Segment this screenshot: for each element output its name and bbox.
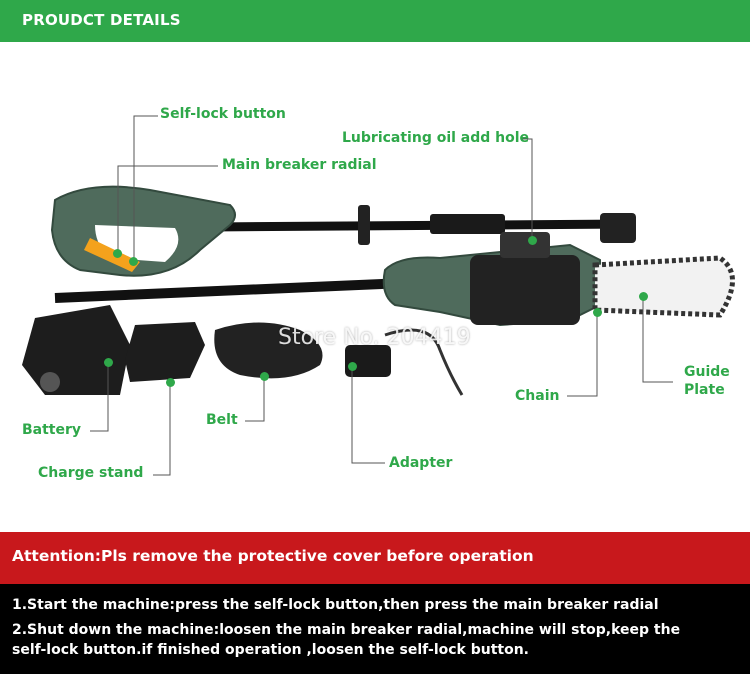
page-title: PROUDCT DETAILS [22, 11, 181, 29]
battery-leader [90, 362, 109, 432]
battery-dot [104, 358, 113, 367]
guide-plate-dot [639, 292, 648, 301]
pole-lower [54, 278, 406, 303]
adapter-dot [348, 362, 357, 371]
charge-stand-leader [153, 382, 171, 476]
adapter-cable [384, 328, 464, 396]
adapter-shape [345, 345, 391, 377]
lubricating-label: Lubricating oil add hole [342, 130, 530, 146]
attention-banner: Attention:Pls remove the protective cove… [0, 532, 750, 584]
self-lock-label: Self-lock button [160, 106, 286, 122]
guide-bar [592, 255, 735, 318]
belt-leader [245, 376, 265, 422]
chain-label: Chain [515, 388, 560, 404]
chain-dot [593, 308, 602, 317]
watermark: Store No. 204419 [278, 325, 471, 350]
adapter-leader [351, 366, 385, 464]
guide-plate-leader [642, 296, 673, 383]
belt-shape [214, 322, 323, 379]
battery-label: Battery [22, 422, 82, 438]
attention-text: Attention:Pls remove the protective cove… [12, 547, 534, 565]
guide-plate-label-2: Plate [684, 382, 725, 398]
battery-shape [22, 305, 130, 395]
adapter-label: Adapter [389, 455, 453, 471]
instruction-step-2-line-1: 2.Shut down the machine:loosen the main … [12, 622, 681, 638]
lubricating-leader [522, 138, 533, 240]
lubricating-dot [528, 236, 537, 245]
trigger-orange [84, 238, 140, 272]
main-breaker-label: Main breaker radial [222, 157, 377, 173]
pole-clamp [358, 205, 370, 245]
self-lock-leader [133, 115, 158, 262]
charge-stand-dot [166, 378, 175, 387]
instructions-panel: 1.Start the machine:press the self-lock … [0, 584, 750, 674]
belt-dot [260, 372, 269, 381]
saw-cover [470, 255, 580, 325]
battery-plug [40, 372, 60, 392]
guide-plate-label-1: Guide [684, 364, 730, 380]
pole-end-cap [600, 213, 636, 243]
chain-leader [567, 312, 598, 397]
oil-cap-housing [500, 232, 550, 258]
self-lock-dot [113, 249, 122, 258]
header-bar: PROUDCT DETAILS [0, 0, 750, 42]
belt-label: Belt [206, 412, 238, 428]
instruction-step-2-line-2: self-lock button.if finished operation ,… [12, 642, 530, 658]
instruction-step-1: 1.Start the machine:press the self-lock … [12, 597, 659, 613]
charge-stand-shape [125, 322, 205, 382]
charge-stand-label: Charge stand [38, 465, 144, 481]
pole-grip [430, 214, 505, 234]
breaker-leader [117, 165, 218, 254]
breaker-dot [129, 257, 138, 266]
pole-upper [209, 219, 631, 232]
product-illustration [22, 115, 735, 476]
